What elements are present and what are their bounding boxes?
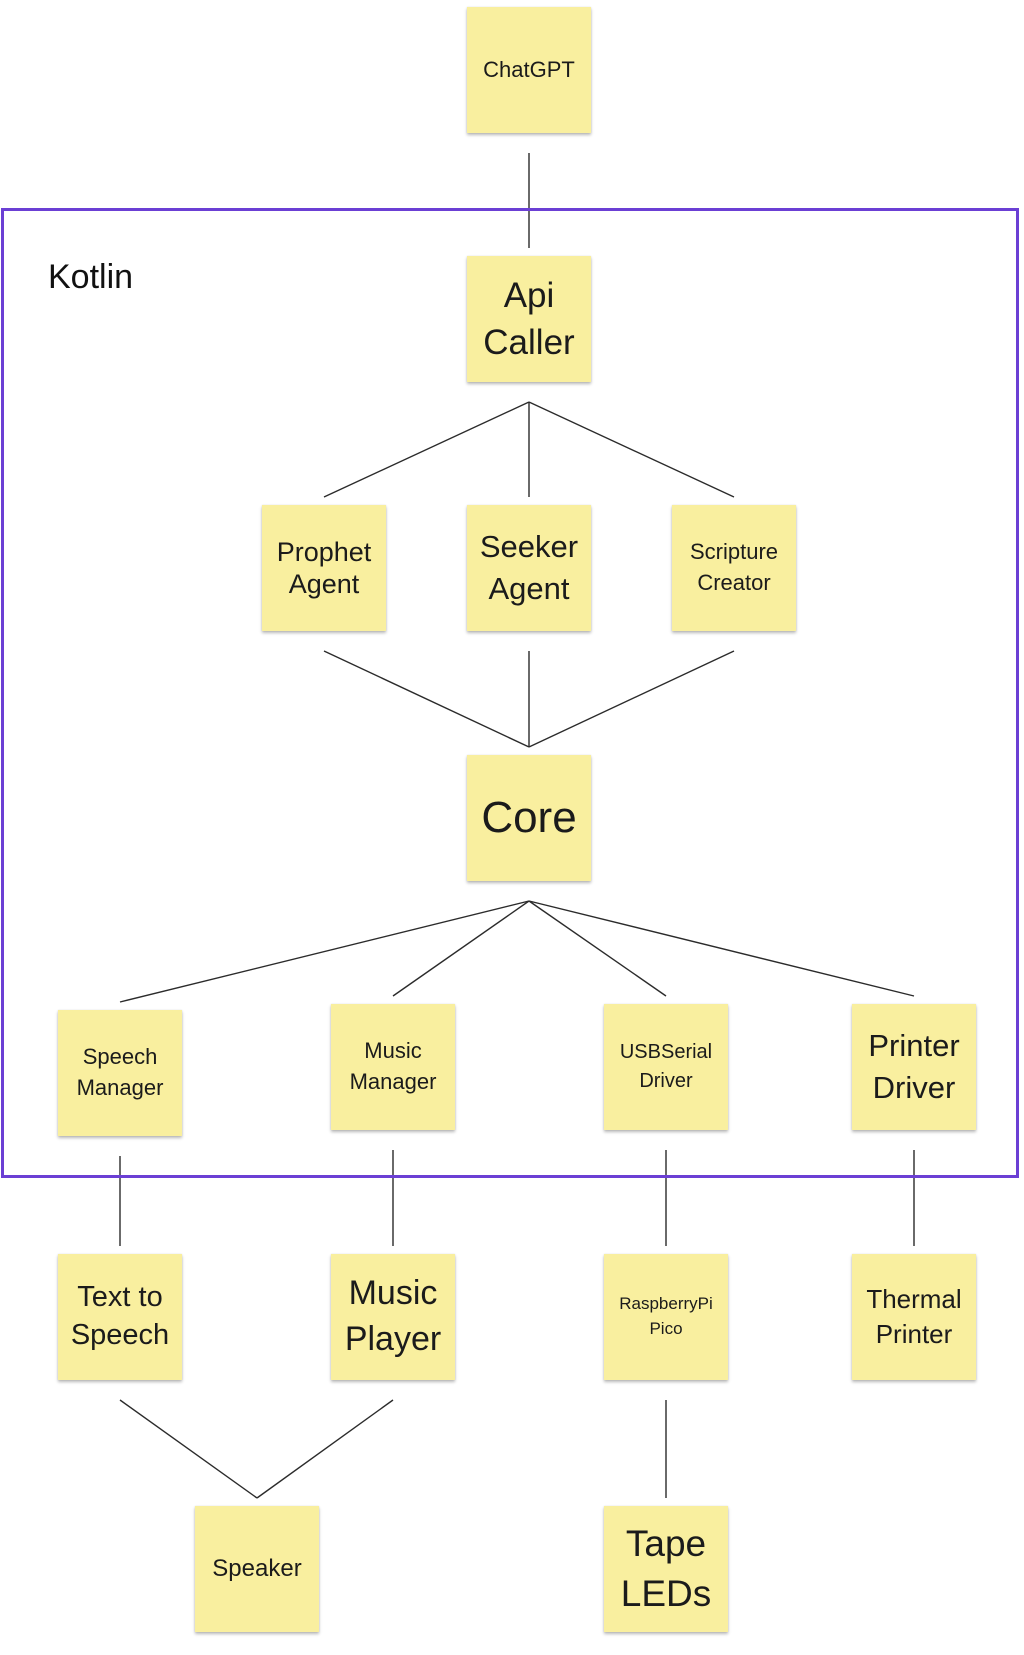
note-prophet-agent[interactable]: Prophet Agent	[262, 505, 386, 631]
note-chatgpt-text: ChatGPT	[483, 56, 575, 82]
note-scripture-creator-text: Scripture Creator	[689, 539, 779, 595]
note-text-to-speech[interactable]: Text to Speech	[58, 1254, 182, 1380]
note-music-player-text: Music Player	[344, 1274, 442, 1358]
note-scripture-creator[interactable]: Scripture Creator	[672, 505, 796, 631]
note-speaker-text: Speaker	[212, 1554, 302, 1582]
kotlin-frame-label: Kotlin	[48, 258, 134, 296]
note-thermal-printer[interactable]: Thermal Printer	[852, 1254, 976, 1380]
note-core[interactable]: Core	[467, 755, 591, 881]
note-text-to-speech-text: Text to Speech	[70, 1281, 170, 1351]
note-thermal-printer-text: Thermal Printer	[866, 1283, 962, 1349]
note-tape-leds[interactable]: Tape LEDs	[604, 1506, 728, 1632]
note-api-caller-text: Api Caller	[483, 275, 575, 362]
note-speech-manager[interactable]: Speech Manager	[58, 1010, 182, 1136]
note-raspberrypi-pico[interactable]: RaspberryPi Pico	[604, 1254, 728, 1380]
note-music-player[interactable]: Music Player	[331, 1254, 455, 1380]
connector-musicplayer-to-speaker	[256, 1399, 394, 1499]
note-music-manager-text: Music Manager	[349, 1038, 437, 1094]
note-usbserial-driver-text: USBSerial Driver	[619, 1041, 713, 1092]
note-printer-driver[interactable]: Printer Driver	[852, 1004, 976, 1130]
note-speaker[interactable]: Speaker	[195, 1506, 319, 1632]
connector-tts-to-speaker	[119, 1399, 258, 1499]
note-speech-manager-text: Speech Manager	[76, 1044, 164, 1100]
note-music-manager[interactable]: Music Manager	[331, 1004, 455, 1130]
note-api-caller[interactable]: Api Caller	[467, 256, 591, 382]
note-printer-driver-text: Printer Driver	[868, 1028, 960, 1105]
note-usbserial-driver[interactable]: USBSerial Driver	[604, 1004, 728, 1130]
note-raspberrypi-pico-text: RaspberryPi Pico	[619, 1294, 713, 1338]
note-tape-leds-text: Tape LEDs	[620, 1523, 712, 1614]
note-seeker-agent[interactable]: Seeker Agent	[467, 505, 591, 631]
note-prophet-agent-text: Prophet Agent	[276, 536, 372, 599]
note-chatgpt[interactable]: ChatGPT	[467, 7, 591, 133]
note-seeker-agent-text: Seeker Agent	[479, 529, 579, 606]
kotlin-frame	[1, 208, 1019, 1178]
note-core-text: Core	[481, 792, 577, 842]
